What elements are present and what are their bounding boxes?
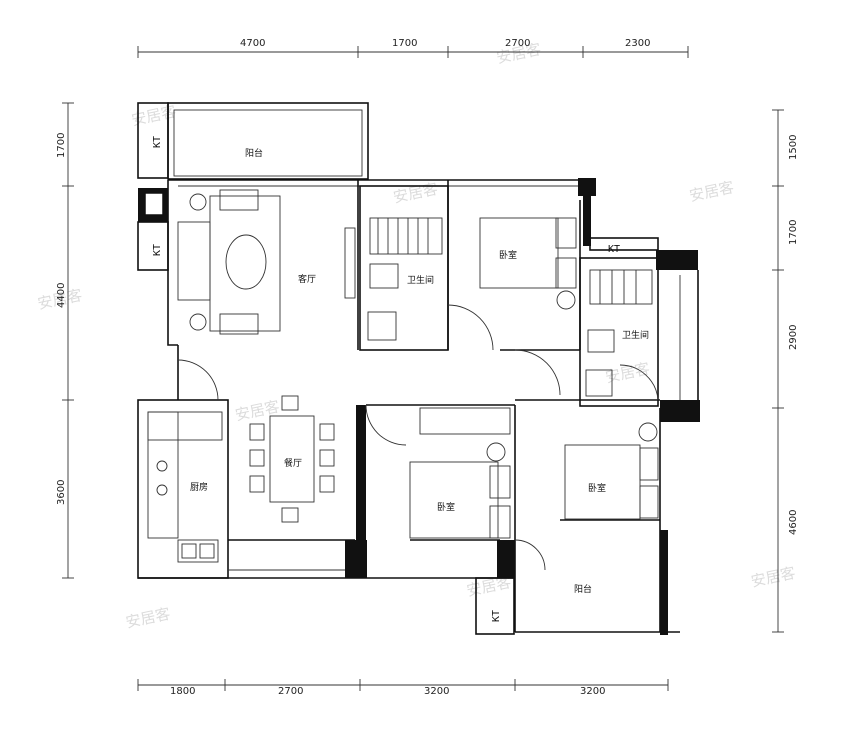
kt-label-4: KT — [491, 610, 502, 622]
dim-right-1: 1500 — [788, 135, 799, 160]
room-label-bedroom-3: 卧室 — [588, 482, 606, 494]
toilet-icon — [369, 263, 399, 289]
dimension-left: 1700 4400 3600 — [56, 102, 74, 579]
dimension-right: 1500 1700 2900 4600 — [772, 109, 799, 633]
watermark: 安居客 — [130, 102, 178, 129]
room-label-bathroom-1: 卫生间 — [407, 274, 434, 286]
room-labels: 阳台 客厅 卫生间 卧室 卫生间 餐厅 厨房 卧室 卧室 阳台 — [190, 147, 649, 595]
room-label-dining-room: 餐厅 — [284, 457, 302, 469]
room-label-balcony-north: 阳台 — [245, 147, 263, 159]
dim-right-4: 4600 — [788, 510, 799, 535]
walls — [137, 102, 700, 635]
coffee-table-icon — [225, 234, 267, 290]
room-label-bedroom-1: 卧室 — [499, 249, 517, 261]
stove-burner-icon — [156, 484, 168, 496]
toilet-icon — [587, 329, 615, 353]
dim-top-4: 2300 — [625, 38, 650, 49]
dim-bottom-3: 3200 — [424, 686, 449, 697]
dimension-bottom: 1800 2700 3200 3200 — [137, 679, 669, 697]
dim-left-1: 1700 — [56, 133, 67, 158]
sink-icon — [585, 369, 613, 397]
kt-label-3: KT — [608, 244, 620, 255]
watermark: 安居客 — [392, 180, 440, 207]
dim-right-3: 2900 — [788, 325, 799, 350]
watermark: 安居客 — [124, 605, 172, 632]
dim-top-2: 1700 — [392, 38, 417, 49]
bed-icon — [409, 461, 499, 539]
dim-top-3: 2700 — [505, 38, 530, 49]
dimension-top: 4700 1700 2700 2300 — [137, 38, 689, 58]
room-label-bedroom-2: 卧室 — [437, 501, 455, 513]
dim-bottom-1: 1800 — [170, 686, 195, 697]
room-label-balcony-south: 阳台 — [574, 583, 592, 595]
sink-icon — [367, 311, 397, 341]
dim-bottom-2: 2700 — [278, 686, 303, 697]
dining-table-icon — [269, 415, 315, 503]
dim-bottom-4: 3200 — [580, 686, 605, 697]
room-label-kitchen: 厨房 — [190, 481, 208, 493]
doors — [177, 304, 659, 571]
watermark: 安居客 — [749, 564, 797, 591]
furniture — [147, 189, 659, 563]
kt-label-1: KT — [152, 136, 163, 148]
dim-right-2: 1700 — [788, 220, 799, 245]
watermark: 安居客 — [688, 178, 736, 205]
kt-label-2: KT — [152, 244, 163, 256]
room-label-bathroom-2: 卫生间 — [622, 329, 649, 341]
room-label-living-room: 客厅 — [298, 273, 316, 285]
watermark: 安居客 — [604, 359, 652, 386]
watermark-layer: 安居客 安居客 安居客 安居客 安居客 安居客 安居客 安居客 安居客 安居客 — [36, 40, 797, 632]
dim-left-2: 4400 — [56, 283, 67, 308]
dim-left-3: 3600 — [56, 480, 67, 505]
dim-top-1: 4700 — [240, 38, 265, 49]
watermark: 安居客 — [233, 397, 281, 424]
bed-icon — [564, 444, 641, 520]
ac-labels: KT KT KT KT — [152, 136, 620, 622]
stove-burner-icon — [156, 460, 168, 472]
bed-icon — [479, 217, 559, 289]
